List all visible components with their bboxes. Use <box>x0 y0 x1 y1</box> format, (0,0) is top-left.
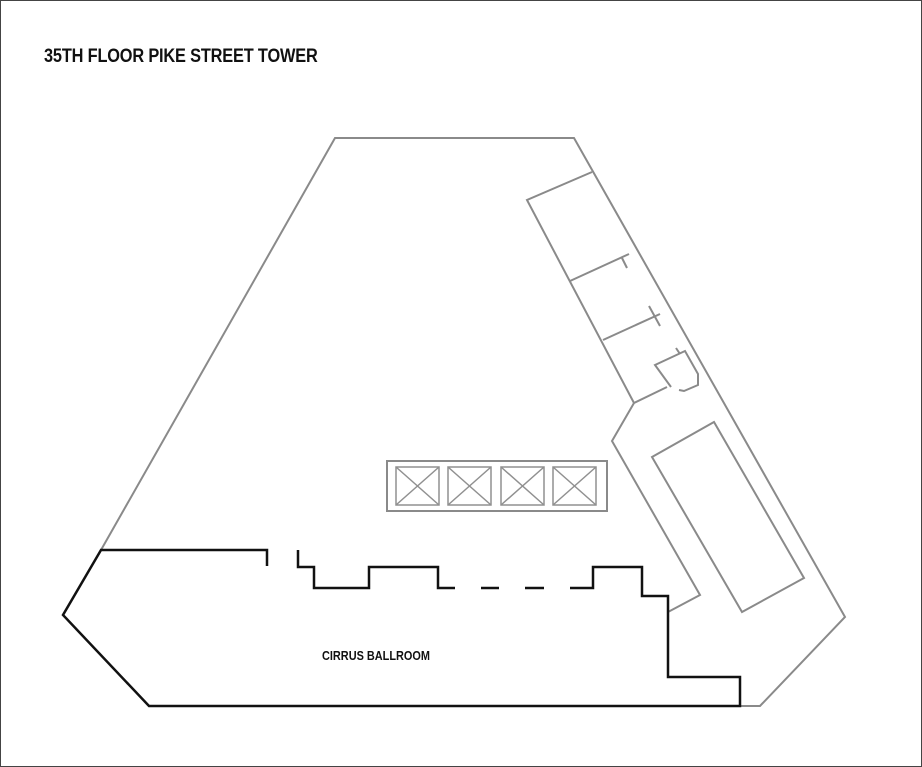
elevator-1 <box>395 466 440 506</box>
room-label-cirrus-ballroom[interactable]: CIRRUS BALLROOM <box>322 648 430 663</box>
service-rooms <box>525 171 806 614</box>
building-outline <box>100 137 847 707</box>
floor-plan-title: 35TH FLOOR PIKE STREET TOWER <box>44 46 318 67</box>
elevator-bank <box>386 460 608 512</box>
elevator-3 <box>500 466 545 506</box>
elevator-2 <box>447 466 492 506</box>
cirrus-ballroom-outline[interactable] <box>61 548 742 708</box>
elevator-4 <box>552 466 597 506</box>
